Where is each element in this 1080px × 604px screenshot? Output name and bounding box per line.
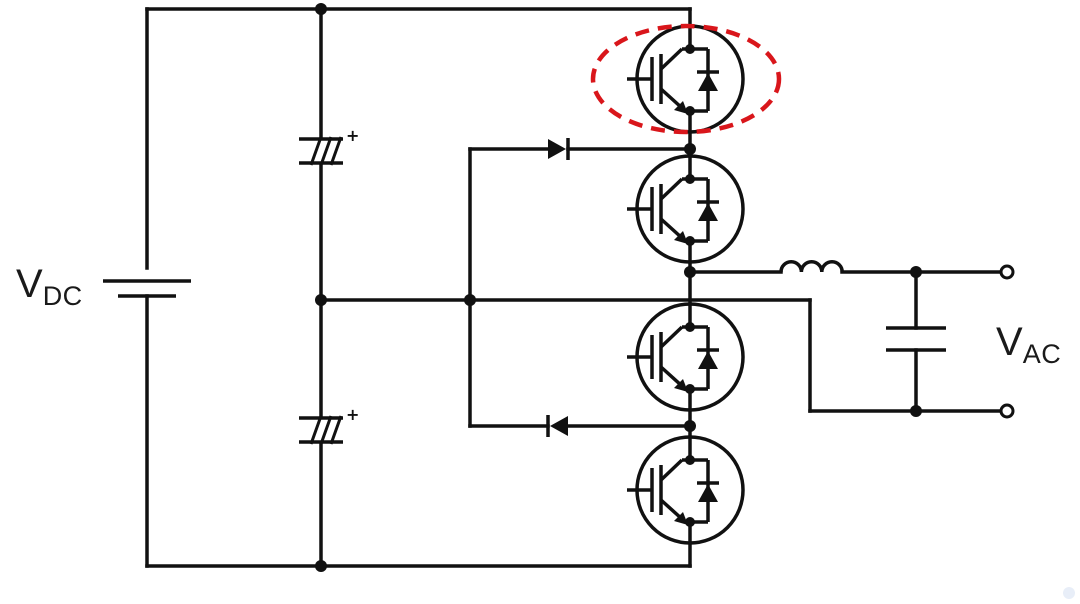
igbt-icon (625, 435, 745, 545)
ac-terminal-icon (999, 264, 1015, 280)
igbt-icon (625, 302, 745, 412)
capacitor-icon (297, 403, 362, 446)
diode-icon (548, 138, 570, 160)
vdc-label: VDC (16, 262, 83, 311)
vac-subscript: AC (1022, 339, 1062, 369)
junction-dots (315, 3, 922, 572)
wires (145, 7, 1002, 568)
dc-source-icon (103, 279, 191, 298)
igbt-icon (625, 24, 745, 134)
vdc-main: V (16, 262, 43, 306)
inductor-icon (779, 260, 844, 273)
igbt-icon (625, 154, 745, 264)
capacitor-icon (297, 124, 362, 167)
output-capacitor-icon (886, 326, 946, 352)
corner-dot (1063, 587, 1075, 599)
vac-main: V (996, 320, 1023, 364)
vdc-subscript: DC (42, 281, 83, 311)
diode-icon (546, 415, 568, 437)
vac-label: VAC (996, 320, 1061, 369)
highlight-ellipse (590, 23, 782, 135)
ac-terminal-icon (999, 403, 1015, 419)
